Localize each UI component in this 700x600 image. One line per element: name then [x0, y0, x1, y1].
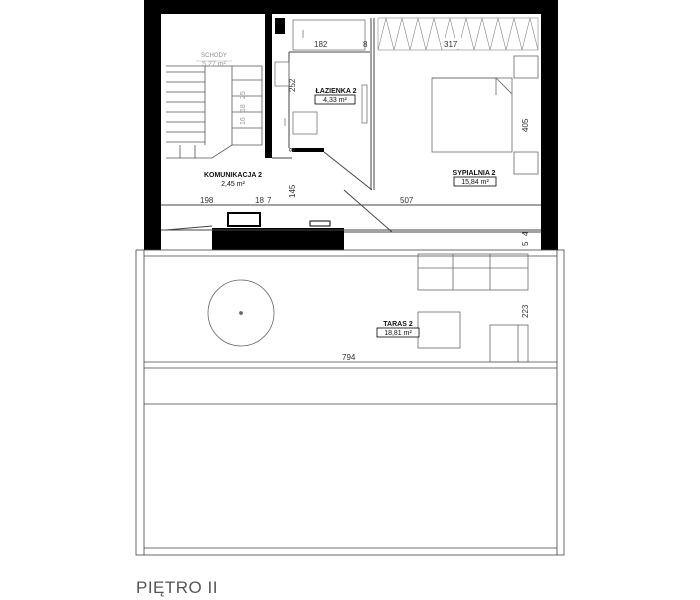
door-jamb — [227, 212, 261, 227]
dim-wall-small-b: 5 — [521, 241, 530, 246]
armchair — [489, 324, 529, 363]
stair-outline — [166, 65, 263, 159]
outer-wall-top — [144, 0, 558, 14]
dim-width-right: 507 — [400, 196, 414, 205]
bed-blanket-fold — [432, 77, 513, 95]
bedroom-area-box — [453, 176, 497, 187]
stairs-area: 5,27 m² — [202, 61, 226, 68]
wall-niche — [309, 220, 331, 227]
bedroom-area: 15,84 m² — [461, 179, 489, 186]
lounge-sofa — [417, 253, 529, 291]
dim-terrace-width: 794 — [342, 353, 356, 362]
corridor-area: 2,45 m² — [221, 181, 245, 188]
walls — [144, 0, 558, 250]
bath-wall-left-top — [275, 18, 285, 34]
dim-width-mid: 18 — [255, 196, 264, 205]
terrace-area-box — [376, 327, 420, 338]
nightstand-bottom — [513, 151, 539, 175]
stairs-name: SCHODY — [201, 53, 227, 59]
terrace-name: TARAS 2 — [383, 321, 413, 328]
terrace-furniture — [207, 253, 529, 363]
dim-corridor-height: 145 — [288, 184, 297, 198]
round-table — [207, 279, 275, 347]
dim-bedroom-height: 405 — [521, 118, 530, 132]
door-swing-terrace — [165, 225, 213, 231]
terrace-outline — [135, 249, 565, 556]
bath-door-wall — [292, 148, 324, 152]
bathroom-fixtures — [274, 19, 368, 135]
stair-step-label: 16 — [240, 117, 247, 125]
bathroom-area-box — [314, 94, 356, 105]
bedroom-name: SYPIALNIA 2 — [453, 170, 496, 177]
dim-width-small: 7 — [267, 196, 272, 205]
wardrobe-doors — [377, 17, 539, 51]
floor-title: PIĘTRO II — [136, 578, 218, 597]
stair-step-label: 25 — [240, 91, 247, 99]
terrace — [135, 249, 565, 556]
dim-label-bg — [442, 38, 462, 49]
terrace-area: 18,81 m² — [384, 330, 412, 337]
coffee-table — [417, 311, 461, 349]
washbasin — [292, 111, 318, 135]
dim-bath-height: 252 — [288, 78, 297, 92]
bathtub — [292, 19, 366, 51]
dim-bath-mid: 8 — [363, 40, 368, 49]
outer-wall-left — [144, 0, 161, 250]
table-center — [239, 311, 243, 315]
stair-wall-right — [265, 14, 272, 158]
nightstand-top — [513, 55, 539, 79]
door-swing-bathroom — [323, 151, 373, 191]
dim-terrace-height: 223 — [521, 304, 530, 318]
toilet-box — [274, 61, 290, 87]
corridor-wall-bottom — [212, 228, 344, 250]
wardrobe — [377, 17, 539, 51]
bed-frame — [431, 77, 513, 153]
staircase — [166, 65, 263, 159]
bath-radiator — [361, 84, 368, 124]
door-swing-bedroom — [343, 189, 393, 233]
stair-step-labels: 16 18 25 — [240, 91, 247, 125]
bed — [431, 55, 539, 175]
dim-width-left: 198 — [200, 196, 214, 205]
bathroom-name: ŁAZIENKA 2 — [316, 88, 357, 95]
dim-corridor-gap: 8 — [288, 147, 297, 152]
corridor-name: KOMUNIKACJA 2 — [204, 172, 262, 179]
dim-bath-top: 182 — [314, 40, 328, 49]
outer-wall-right — [541, 0, 558, 250]
dim-bedroom-top: 317 — [444, 40, 458, 49]
bathroom-area: 4,33 m² — [323, 97, 347, 104]
stair-step-label: 18 — [240, 104, 247, 112]
dim-wall-small-a: 4 — [521, 231, 530, 236]
